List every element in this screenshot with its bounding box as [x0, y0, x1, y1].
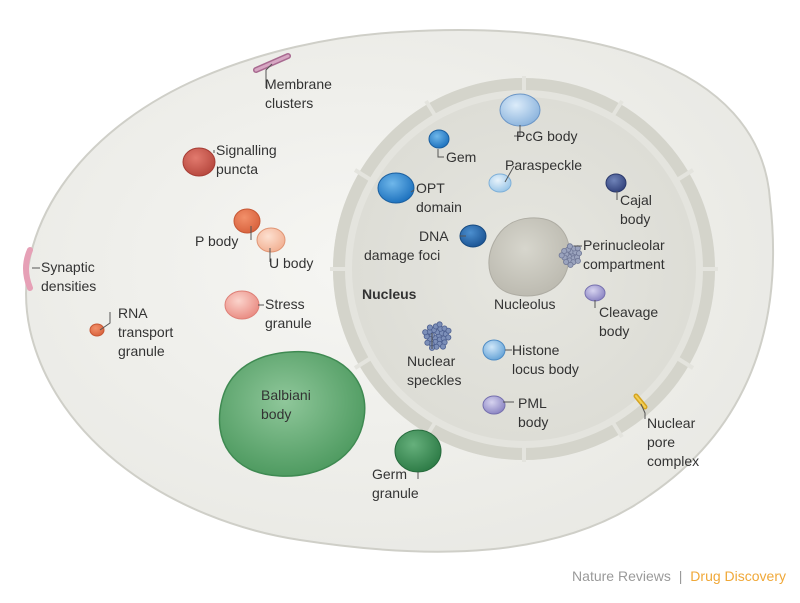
label-nuclear-pore-complex: Nuclear pore complex [647, 415, 699, 469]
label-signalling-puncta: Signalling puncta [216, 142, 281, 177]
credit: Nature Reviews | Drug Discovery [572, 568, 786, 584]
paraspeckle-shape [488, 173, 512, 193]
cajal-body-shape [605, 173, 627, 193]
label-dna-damage-foci: DNA damage foci [364, 228, 452, 263]
label-cleavage-body: Cleavage body [599, 304, 662, 339]
perinucleolar-granule [558, 252, 565, 259]
nucleolus-shape [488, 217, 570, 297]
label-synaptic-densities: Synaptic densities [41, 259, 99, 294]
pml-body-shape [482, 395, 506, 415]
stress-granule-shape [224, 290, 260, 320]
cleavage-body-shape [584, 284, 606, 302]
perinucleolar-compartment-shape [558, 243, 583, 268]
speckle-granule [426, 324, 433, 331]
perinucleolar-granule [574, 257, 581, 264]
speckle-granule [422, 329, 429, 336]
label-nucleolus: Nucleolus [494, 296, 555, 312]
credit-publisher: Nature Reviews [572, 568, 671, 584]
histone-locus-body-shape [482, 339, 506, 361]
label-nuclear-speckles: Nuclear speckles [407, 353, 461, 388]
perinucleolar-granule [561, 247, 568, 254]
perinucleolar-granule [563, 258, 570, 265]
organelle-labels: Membrane clusters Signalling puncta P bo… [41, 76, 699, 501]
perinucleolar-granule [567, 261, 574, 268]
opt-domain-shape [377, 172, 415, 204]
synaptic-densities-shape [23, 247, 33, 291]
label-cajal-body: Cajal body [620, 192, 656, 227]
p-body-shape [233, 208, 261, 234]
perinucleolar-granule [576, 250, 583, 257]
label-rna-transport-granule: RNA transport granule [118, 305, 177, 359]
label-histone-locus-body: Histone locus body [512, 342, 579, 377]
label-nucleus: Nucleus [362, 286, 417, 302]
label-perinucleolar-compartment: Perinucleolar compartment [583, 237, 669, 272]
gem-shape [428, 129, 450, 149]
speckle-granule [424, 339, 431, 346]
nuclear-speckles-shape [422, 321, 452, 351]
rna-transport-granule-shape [89, 323, 105, 337]
label-germ-granule: Germ granule [372, 466, 419, 501]
speckle-granule [439, 343, 446, 350]
balbiani-body-shape [218, 350, 366, 477]
label-p-body: P body [195, 233, 238, 249]
label-stress-granule: Stress granule [265, 296, 312, 331]
label-pml-body: PML body [518, 395, 550, 430]
pcg-body-shape [499, 93, 541, 127]
perinucleolar-granule [566, 243, 573, 250]
label-balbiani-body: Balbiani body [261, 387, 315, 422]
signalling-puncta-shape [182, 147, 216, 177]
speckle-granule [445, 334, 452, 341]
label-u-body: U body [269, 255, 313, 271]
speckle-granule [436, 321, 443, 328]
leader-lines [32, 63, 646, 479]
membrane-clusters-shape [253, 53, 291, 73]
credit-journal: Drug Discovery [690, 568, 786, 584]
label-opt-domain: OPT domain [416, 180, 462, 215]
credit-separator: | [679, 568, 683, 584]
label-paraspeckle: Paraspeckle [505, 157, 582, 173]
speckle-granule [445, 327, 452, 334]
label-gem: Gem [446, 149, 476, 165]
label-pcg-body: PcG body [516, 128, 577, 144]
label-membrane-clusters: Membrane clusters [265, 76, 336, 111]
u-body-shape [256, 227, 286, 253]
